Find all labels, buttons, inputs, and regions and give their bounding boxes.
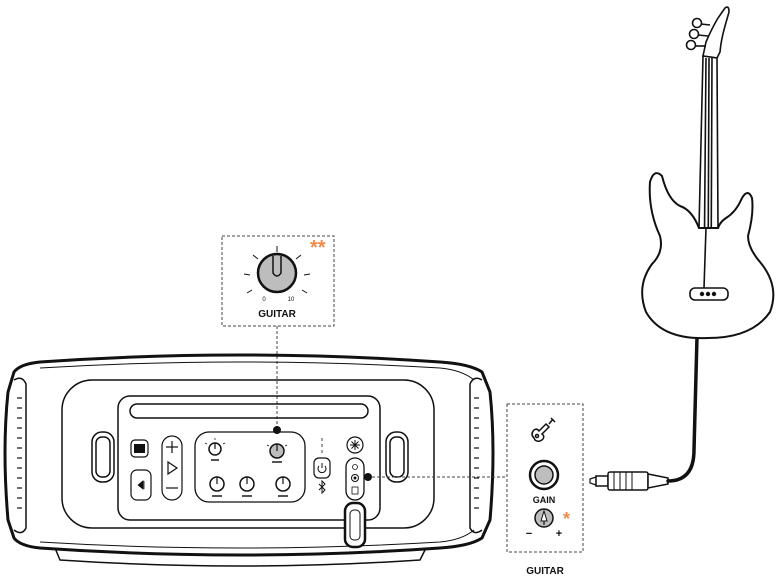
electric-guitar [641,6,775,340]
leader-dot-top [273,426,281,434]
right-caption: GUITAR [526,566,564,577]
volume-up-button[interactable] [166,441,178,453]
power-icon [317,465,327,474]
handle-left [91,431,115,483]
handle-right [385,431,409,483]
usb-connector [343,501,367,549]
callout-right: GAIN − + * [506,403,584,553]
knob-ticks [243,246,311,294]
guitar-input-jack[interactable] [528,459,560,491]
note-marker-single: * [563,509,570,529]
callout-top-title: GUITAR [258,309,296,320]
guitar-cable [666,335,699,483]
side-grille-right [474,397,479,509]
callout-top: 0 10 GUITAR ** [221,235,335,327]
gain-minus-label: − [526,528,532,540]
knob-max-label: 10 [288,297,295,303]
power-button[interactable] [313,457,331,479]
bluetooth-button[interactable] [318,479,326,495]
skip-icon [137,480,145,490]
gain-label: GAIN [533,495,556,505]
gain-plus-label: + [556,528,562,540]
mic-knob[interactable] [204,438,226,461]
guitar-cable-plug [589,471,669,491]
leader-dot-right [364,473,372,481]
note-marker-double: ** [310,237,326,259]
play-button[interactable] [167,460,179,476]
bass-knob[interactable] [275,476,291,497]
gain-knob[interactable] [534,508,554,528]
control-strip [117,395,381,521]
transport-column [161,435,183,501]
mixer-panel [194,431,306,503]
callout-top-frame [221,235,335,327]
speaker-body [3,353,495,567]
bass-boost-button[interactable] [130,439,149,458]
light-icon [350,440,360,450]
light-bar [129,403,369,419]
echo-knob[interactable] [209,476,225,497]
knob-min-label: 0 [262,297,266,303]
guitar-knob[interactable] [266,443,288,463]
side-grille-left [17,397,22,509]
callout-right-frame [506,403,584,553]
bass-boost-icon [134,444,145,453]
guitar-icon [531,417,556,443]
guitar-gain-knob-large[interactable] [256,252,298,294]
front-panel [61,379,435,529]
input-jack-strip [345,457,365,501]
skip-button[interactable] [130,469,152,501]
light-button[interactable] [346,436,364,454]
play-icon [167,460,179,476]
bluetooth-icon [318,479,326,495]
treble-knob[interactable] [239,476,255,497]
